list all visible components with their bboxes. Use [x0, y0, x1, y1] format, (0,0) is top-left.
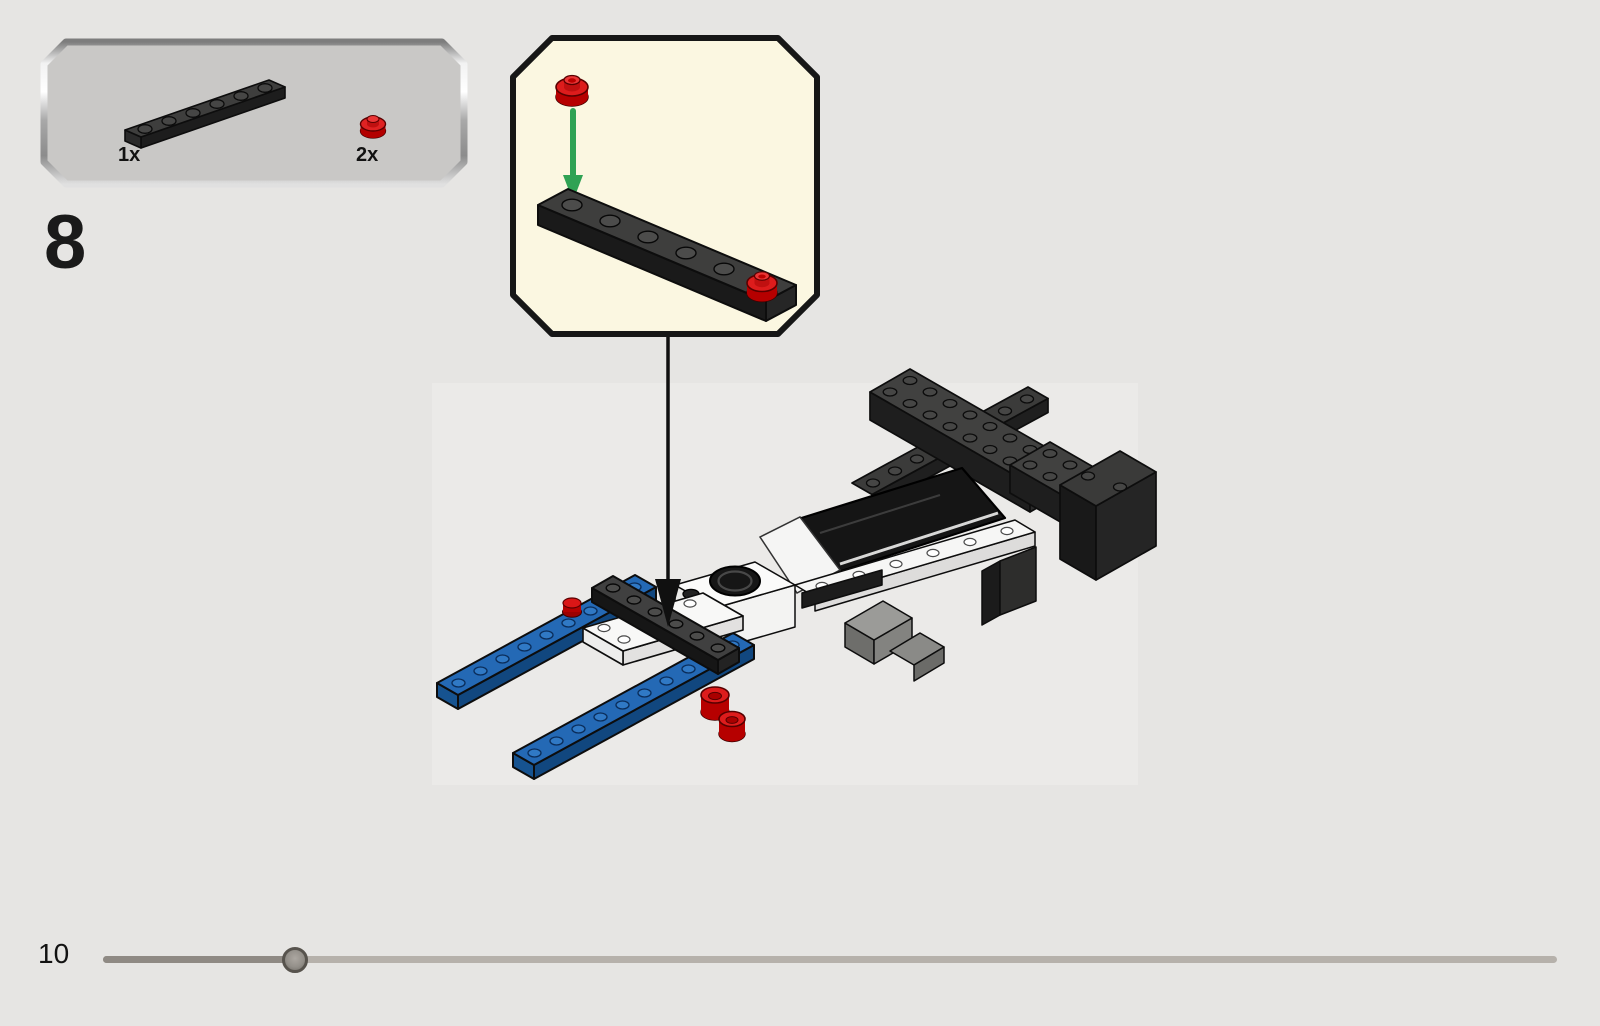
part-count-label-2: 2x — [356, 144, 379, 166]
red-round-plate-attached — [746, 271, 778, 303]
parts-panel: 1x 2x — [40, 38, 468, 188]
part-round-plate-illustration — [359, 115, 387, 139]
page-number: 10 — [38, 938, 70, 969]
model-illustration — [432, 368, 1157, 785]
subassembly-callout-graphic — [510, 35, 820, 337]
part-count-label-1: 1x — [118, 144, 141, 166]
progress-fill — [103, 956, 295, 963]
pointer-arrowhead-icon — [655, 579, 681, 627]
rear-frame — [851, 368, 1157, 581]
callout-pointer-arrow — [655, 337, 681, 627]
subassembly-plate — [537, 188, 797, 322]
part-plate-1x6-illustration — [124, 79, 286, 149]
page-progress-slider[interactable] — [103, 947, 1557, 973]
white-slope-piece — [758, 516, 842, 594]
progress-track[interactable] — [103, 956, 1557, 963]
red-round-plate-new — [555, 74, 589, 107]
parts-panel-frame — [40, 38, 468, 188]
progress-knob[interactable] — [282, 947, 308, 973]
subassembly-callout — [510, 35, 820, 337]
placement-arrow-icon — [563, 108, 583, 201]
red-round-plates — [562, 597, 746, 743]
new-black-plate — [591, 575, 740, 675]
step-number: 8 — [44, 200, 87, 285]
windscreen-slope — [758, 466, 1007, 594]
